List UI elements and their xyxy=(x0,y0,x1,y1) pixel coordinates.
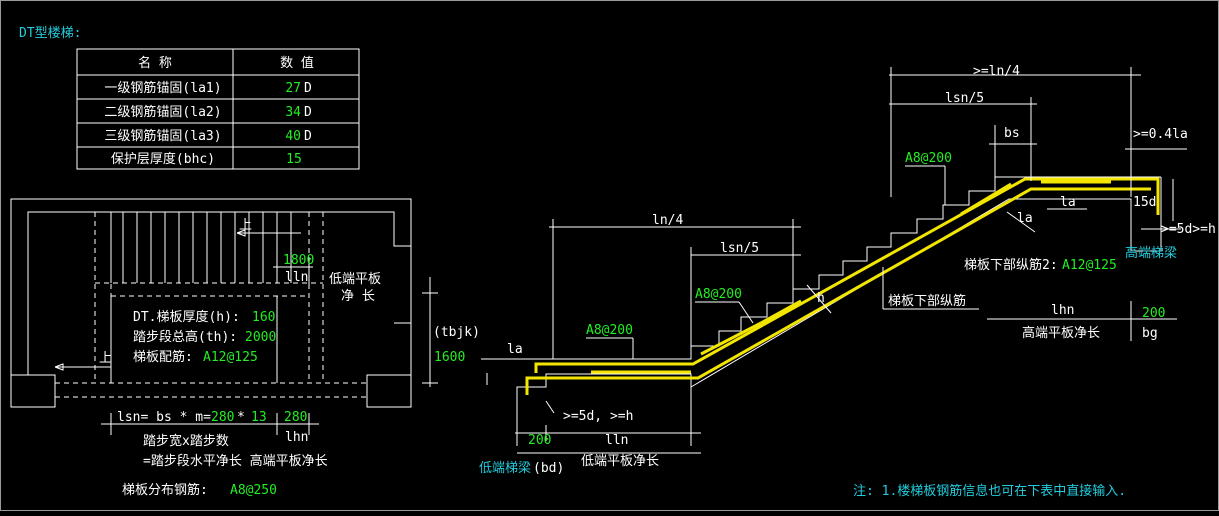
dist-rebar-value[interactable]: A8@250 xyxy=(230,483,277,498)
table-row-name: 保护层厚度(bhc) xyxy=(111,151,215,167)
mid-rebar xyxy=(760,299,802,325)
low-beam-label: 低端梯梁 xyxy=(479,461,531,476)
stair-section-view: >=ln/4 lsn/5 bs >=0.4la A8@200 la la 15d… xyxy=(479,64,1216,476)
high-platform-label: 高端平板净长 xyxy=(1022,325,1100,341)
dim-bs: bs xyxy=(1004,126,1020,141)
low-platform-section-label: 低端平板净长 xyxy=(581,454,659,469)
dim-line xyxy=(806,284,832,314)
note-flight: =踏步段水平净长 高端平板净长 xyxy=(143,453,328,469)
table-row-name: 三级钢筋锚固(la3) xyxy=(104,128,221,144)
dim-la-2: la xyxy=(1060,195,1076,210)
note-tread: 踏步宽x踏步数 xyxy=(143,433,229,449)
dim-h: h xyxy=(817,291,825,306)
plan-column-left xyxy=(10,374,56,408)
thickness-label: DT.梯板厚度(h): xyxy=(133,309,240,325)
dim-lln-section: lln xyxy=(605,433,628,448)
up-arrow-head xyxy=(236,229,246,237)
top-rebar xyxy=(534,177,1160,373)
leader xyxy=(738,301,754,324)
height-label: 踏步段总高(th): xyxy=(133,329,237,345)
dim-ln4-top: >=ln/4 xyxy=(973,64,1020,79)
stair-step-outline xyxy=(546,176,1161,360)
lower-long2-label: 梯板下部纵筋2: xyxy=(964,257,1058,273)
lsn-star: * xyxy=(237,410,245,425)
lsn-m-value[interactable]: 13 xyxy=(251,410,267,425)
low-platform-label: 低端平板 xyxy=(329,272,381,287)
plan-column-right xyxy=(366,374,412,408)
rebar-a8-mid[interactable]: A8@200 xyxy=(695,287,742,302)
thickness-value[interactable]: 160 xyxy=(252,310,275,325)
table-header-name: 名 称 xyxy=(138,55,172,71)
dim-1800[interactable]: 1800 xyxy=(283,253,314,268)
drawing-title: DT型楼梯: xyxy=(19,26,81,41)
high-beam-label: 高端梯梁 xyxy=(1125,245,1177,261)
rebar-value[interactable]: A12@125 xyxy=(203,350,258,365)
rebar-a8-top[interactable]: A8@200 xyxy=(905,151,952,166)
table-border xyxy=(76,48,360,170)
low-platform-label-2: 净 长 xyxy=(341,289,375,304)
up-label-bottom: 上 xyxy=(99,351,112,366)
dim-200-right[interactable]: 200 xyxy=(1142,306,1165,321)
table-row-unit: D xyxy=(304,129,312,144)
dim-la-left: la xyxy=(507,342,523,357)
dim-lhn: lhn xyxy=(285,430,308,445)
table-row-name: 二级钢筋锚固(la2) xyxy=(104,104,221,120)
table-header-value: 数 值 xyxy=(280,55,314,71)
dim-lln: lln xyxy=(285,270,308,285)
dim-line xyxy=(1006,211,1036,233)
dim-5dh-right: >=5d>=h xyxy=(1161,222,1216,237)
anchorage-table: 名 称 数 值 一级钢筋锚固(la1) 27 D 二级钢筋锚固(la2) 34 … xyxy=(76,48,360,170)
bottom-rebar xyxy=(525,187,1151,395)
table-row-unit: D xyxy=(304,105,312,120)
dim-ln4-mid: ln/4 xyxy=(652,213,683,228)
dist-rebar-label: 梯板分布钢筋: xyxy=(122,482,208,498)
stair-soffit-outline xyxy=(690,177,1162,388)
table-row-value[interactable]: 27 xyxy=(285,81,301,96)
rebar-label: 梯板配筋: xyxy=(133,349,193,365)
table-row-unit: D xyxy=(304,81,312,96)
dim-tick xyxy=(545,400,555,414)
dim-lsn5-mid: lsn/5 xyxy=(720,241,759,256)
plan-inner-wall xyxy=(27,211,411,375)
dim-la-1: la xyxy=(1017,211,1033,226)
dim-bg: bg xyxy=(1142,326,1158,341)
table-row-value[interactable]: 34 xyxy=(285,105,301,120)
dim-15d: 15d xyxy=(1133,195,1156,210)
dim-5dh-left: >=5d, >=h xyxy=(563,409,633,424)
table-row-value[interactable]: 15 xyxy=(286,152,302,167)
stair-plan-view: 上 上 1800 lln 低端平板 净 长 DT.梯板厚度(h): 160 踏步… xyxy=(10,198,480,498)
low-beam-outline xyxy=(516,373,692,446)
footnote: 注: 1.楼梯板钢筋信息也可在下表中直接输入. xyxy=(853,483,1126,499)
up-arrow-head xyxy=(54,363,64,371)
height-value[interactable]: 2000 xyxy=(245,330,276,345)
lower-long2-value[interactable]: A12@125 xyxy=(1062,258,1117,273)
upper-rebar xyxy=(960,182,1012,216)
dim-lhn-right: lhn xyxy=(1051,303,1074,318)
dim-200-left[interactable]: 200 xyxy=(528,433,551,448)
dim-04la: >=0.4la xyxy=(1133,127,1188,142)
up-label-top: 上 xyxy=(239,218,252,233)
dim-1600[interactable]: 1600 xyxy=(434,350,465,365)
rebar-a8-left[interactable]: A8@200 xyxy=(586,323,633,338)
lsn-formula: lsn= bs * m= xyxy=(117,410,211,425)
table-row-name: 一级钢筋锚固(la1) xyxy=(104,80,221,96)
mid-rebar xyxy=(700,321,762,356)
dim-tbjk: (tbjk) xyxy=(433,325,480,340)
dim-bd: (bd) xyxy=(533,461,564,476)
lsn-bs-value[interactable]: 280 xyxy=(211,410,234,425)
table-row-value[interactable]: 40 xyxy=(285,129,301,144)
lower-long-label: 梯板下部纵筋 xyxy=(888,293,966,309)
dim-lsn5-top: lsn/5 xyxy=(945,91,984,106)
dim-280[interactable]: 280 xyxy=(284,410,307,425)
